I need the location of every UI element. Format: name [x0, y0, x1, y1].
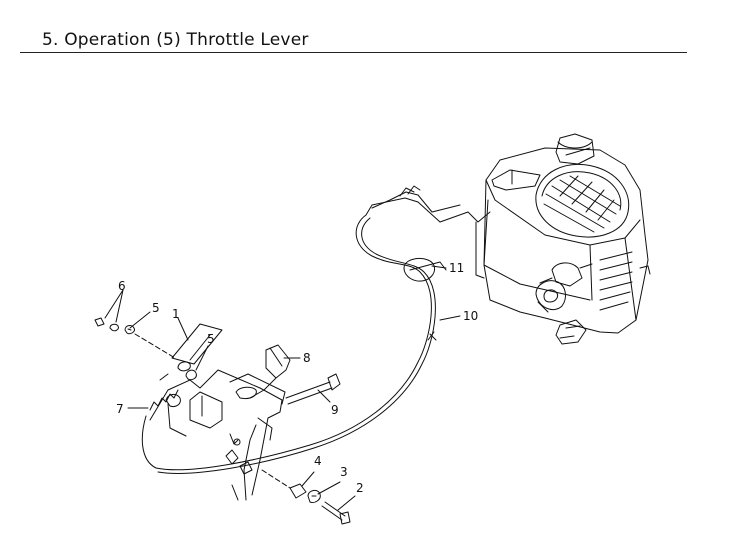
fastener-stack-left — [94, 317, 176, 359]
bolt-part-9 — [285, 373, 341, 405]
callout-8: 8 — [303, 351, 311, 365]
spring-part-7 — [149, 373, 179, 411]
callout-5-top: 5 — [152, 301, 160, 315]
handle-assembly — [149, 369, 286, 501]
throttle-cable — [141, 185, 491, 474]
callout-5-lower: 5 — [207, 332, 215, 346]
callout-11: 11 — [449, 261, 464, 275]
callout-6: 6 — [118, 279, 126, 293]
callout-9: 9 — [331, 403, 339, 417]
washer-part-5 — [185, 369, 197, 381]
plate-part-1 — [171, 323, 223, 372]
page-title: 5. Operation (5) Throttle Lever — [42, 30, 309, 50]
engine-drawing — [483, 133, 651, 345]
callout-4: 4 — [314, 454, 322, 468]
callout-10: 10 — [463, 309, 478, 323]
callout-3: 3 — [340, 465, 348, 479]
callout-2: 2 — [356, 481, 364, 495]
callout-1: 1 — [172, 307, 180, 321]
lever-grip — [249, 344, 291, 399]
fastener-stack-bottom — [261, 469, 351, 525]
leader-lines — [104, 265, 461, 511]
callout-7: 7 — [116, 402, 124, 416]
title-rule — [20, 52, 687, 53]
